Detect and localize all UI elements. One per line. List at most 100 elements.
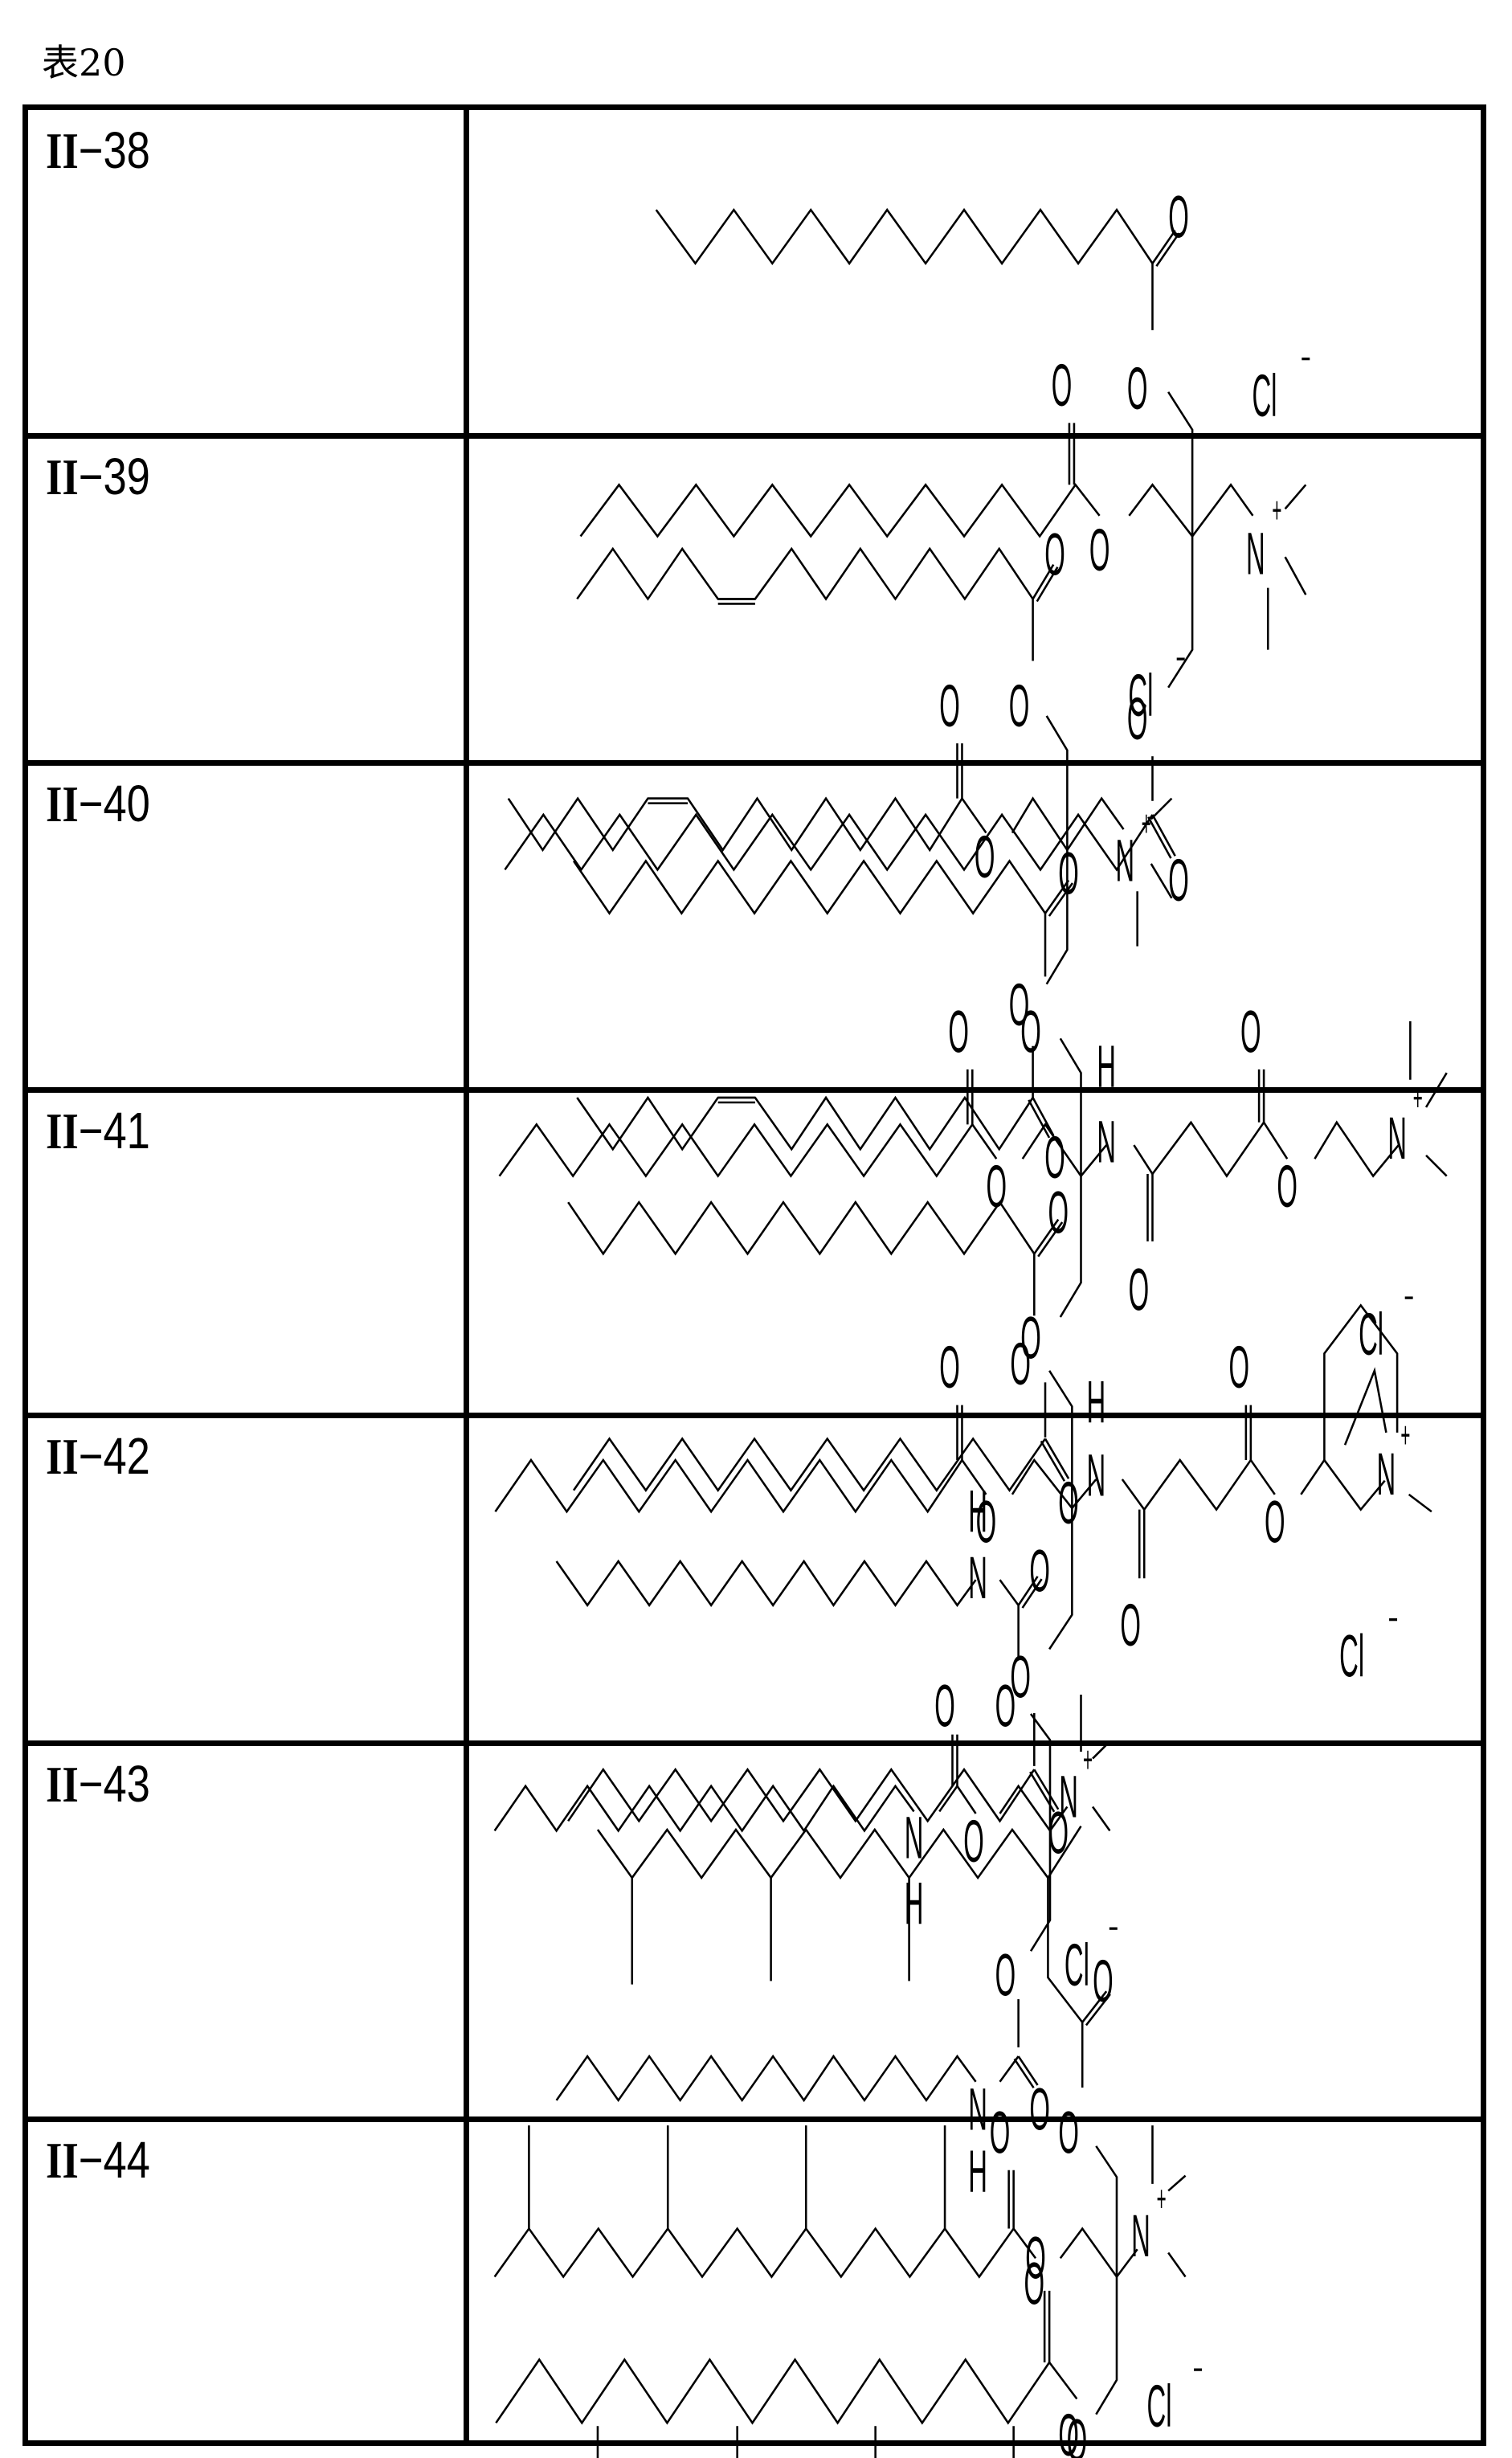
bond [498,1123,998,1178]
double-bond [1017,2055,1039,2086]
bond [1150,797,1173,820]
table-row: II−44OON+Cl− [28,2116,1481,2458]
bond [1048,1370,1073,1508]
atom-label: − [1176,638,1186,680]
compound-id-number: −42 [78,1427,150,1485]
bond [1167,2174,1187,2192]
bond [1059,2227,1138,2279]
row-divider [28,433,1481,439]
atom-label: + [1400,1414,1410,1456]
bond [1047,1877,1084,2023]
atom-label: + [1272,489,1281,531]
atom-label: Cl [1065,1932,1089,1999]
atom-label: N [968,2077,987,2144]
atom-label: N [1059,1764,1078,1830]
bond [1300,1458,1386,1511]
double-bond [1017,1576,1039,1606]
double-bond [1037,1221,1064,1258]
double-bond [1151,230,1176,264]
bond [1284,484,1307,510]
bond [1425,1154,1448,1177]
atom-label: O [939,673,960,740]
compound-id-roman: II [46,122,79,179]
compound-id: II−42 [46,1430,150,1483]
atom-label: O [986,1154,1007,1221]
bond [495,2358,1078,2425]
bond [493,2227,1037,2279]
bond [1133,1120,1289,1178]
compound-id-number: −41 [78,1102,150,1159]
atom-label: O [1120,1593,1141,1659]
compound-id-roman: II [46,1428,79,1485]
atom-label: + [1157,2178,1167,2220]
atom-label: O [1168,848,1189,914]
column-divider [464,110,469,2440]
compound-id-number: −40 [78,775,150,832]
compound-id: II−41 [46,1105,150,1157]
atom-label: O [1058,841,1079,908]
double-bond [1155,232,1180,267]
bond [555,1559,977,1608]
double-bond [1048,882,1074,917]
bond [1021,1123,1108,1178]
table-row: II−43OOOOOON+Cl− [28,1740,1481,2458]
double-bond [1036,566,1059,603]
bond [1059,1037,1082,1176]
bond [507,796,987,853]
bond [1284,556,1307,595]
row-divider [28,1740,1481,1746]
atom-label: N [905,1806,924,1872]
atom-label: H [968,2139,987,2206]
double-bond [1021,1578,1043,1609]
atom-label: N [1115,828,1134,894]
compound-id-roman: II [46,2132,79,2189]
compound-id-number: −44 [78,2131,150,2189]
atom-label: O [1058,2403,1079,2458]
chemical-structure: OON+Cl− [495,2226,1087,2458]
atom-label: N [1246,521,1265,588]
atom-label: O [976,1490,997,1556]
compound-id-roman: II [46,1102,79,1159]
atom-label: O [1029,1539,1050,1605]
atom-label: O [1025,2226,1046,2292]
row-divider [28,760,1481,766]
bond [999,1579,1020,1659]
bond [576,546,1034,601]
bond [555,2054,977,2103]
atom-label: O [1168,184,1189,251]
atom-label: − [1301,338,1310,380]
bond [1167,536,1194,689]
double-bond [1033,1218,1060,1255]
bond [572,1437,1047,1492]
bond [576,1095,1034,1151]
bond [1048,1507,1073,1650]
atom-label: N [1131,2203,1150,2270]
bond [504,812,1154,872]
atom-label: O [990,2100,1011,2166]
compound-id-roman: II [46,448,79,505]
atom-label: O [948,1000,969,1066]
atom-label: + [1083,1739,1093,1781]
atom-label: Cl [1359,1302,1383,1368]
bond [1167,2251,1187,2278]
double-bond [1040,1440,1066,1482]
atom-label: O [1010,1331,1031,1398]
row-divider [28,1087,1481,1093]
atom-label: O [1127,356,1148,423]
double-bond [1032,563,1055,600]
row-divider [28,1413,1481,1418]
bond [1095,2276,1118,2415]
compound-id-roman: II [46,775,79,832]
bond [1092,1806,1111,1832]
double-bond [1032,1097,1055,1136]
double-bond [1147,816,1172,859]
bond [1314,1120,1400,1178]
bond [1167,391,1194,537]
bond [1059,1176,1082,1318]
